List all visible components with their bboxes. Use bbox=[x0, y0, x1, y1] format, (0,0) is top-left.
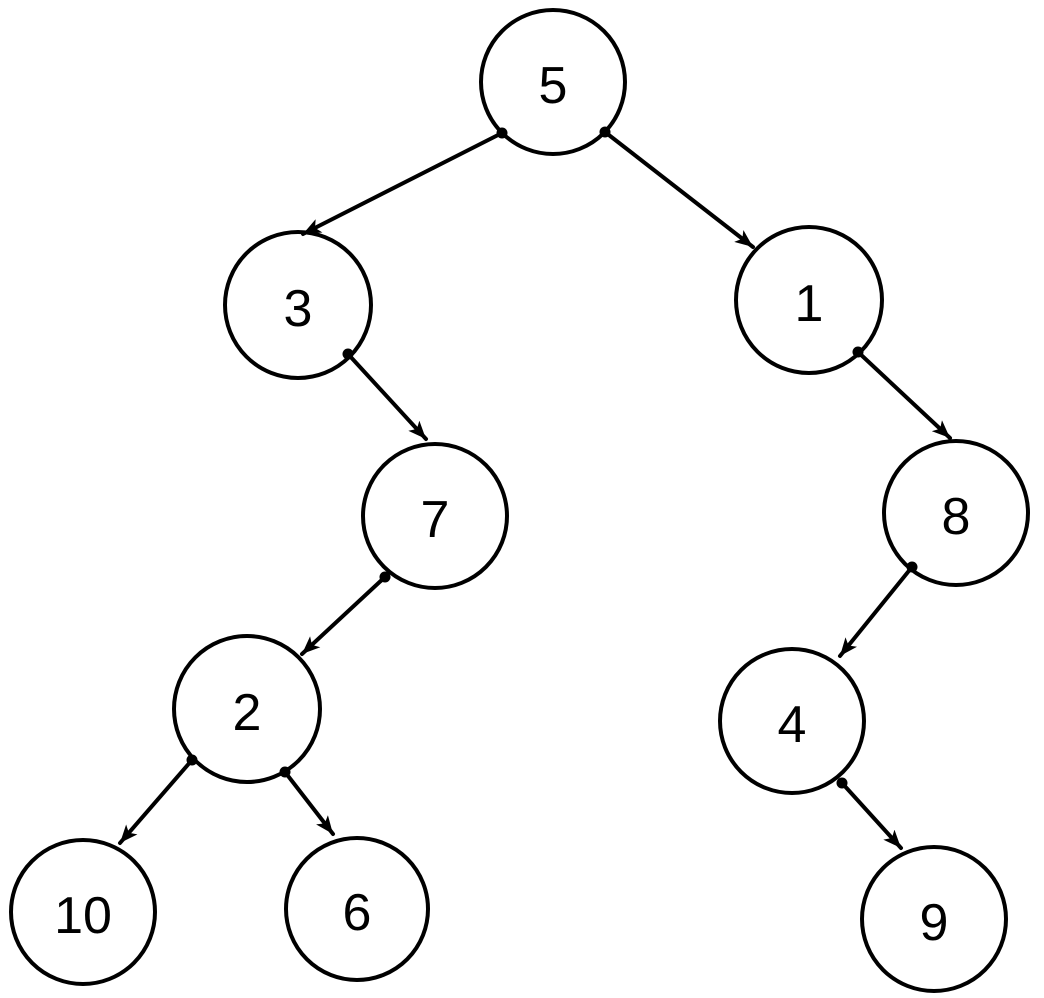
edge-origin-dot-7-2 bbox=[379, 571, 391, 583]
edge-origin-dot-2-6 bbox=[279, 766, 291, 778]
node-3-circle bbox=[223, 230, 373, 380]
node-6-label: 6 bbox=[343, 884, 372, 942]
nodes-layer bbox=[9, 8, 1030, 993]
node-4-circle bbox=[718, 647, 866, 795]
node-7-label: 7 bbox=[421, 491, 450, 549]
node-10-circle bbox=[9, 838, 157, 986]
node-1-label: 1 bbox=[795, 275, 824, 333]
edge-origin-dot-3-7 bbox=[342, 348, 354, 360]
edge-origin-dot-4-9 bbox=[836, 777, 848, 789]
node-10-label: 10 bbox=[54, 887, 112, 945]
node-2-circle bbox=[172, 634, 322, 784]
node-8-label: 8 bbox=[942, 488, 971, 546]
edge-origin-dot-5-3 bbox=[496, 127, 508, 139]
edge-7-left-2 bbox=[300, 575, 387, 656]
edge-5-left-3 bbox=[301, 131, 504, 236]
node-9-circle bbox=[860, 845, 1008, 993]
edge-2-left-10 bbox=[118, 758, 194, 845]
node-8-circle bbox=[882, 439, 1030, 587]
edge-1-right-8 bbox=[856, 350, 952, 440]
edge-3-right-7 bbox=[346, 352, 428, 441]
node-4-label: 4 bbox=[778, 696, 807, 754]
node-9-label: 9 bbox=[920, 894, 949, 952]
node-2-label: 2 bbox=[233, 684, 262, 742]
edge-2-right-6 bbox=[283, 770, 335, 836]
node-5-label: 5 bbox=[539, 57, 568, 115]
edge-origin-dot-1-8 bbox=[852, 346, 864, 358]
node-7-circle bbox=[361, 442, 509, 590]
edge-origin-dot-5-1 bbox=[599, 126, 611, 138]
node-5-circle bbox=[479, 8, 627, 156]
edge-8-left-4 bbox=[838, 565, 914, 658]
edge-5-right-1 bbox=[603, 130, 755, 249]
labels-layer: 5 3 1 7 8 2 4 10 6 9 bbox=[54, 57, 970, 952]
node-1-circle bbox=[734, 225, 884, 375]
edge-origin-dot-8-4 bbox=[906, 561, 918, 573]
edge-4-right-9 bbox=[840, 781, 903, 850]
node-6-circle bbox=[284, 836, 430, 982]
edges-layer bbox=[118, 126, 952, 850]
edge-origin-dot-2-10 bbox=[186, 754, 198, 766]
node-3-label: 3 bbox=[284, 280, 313, 338]
